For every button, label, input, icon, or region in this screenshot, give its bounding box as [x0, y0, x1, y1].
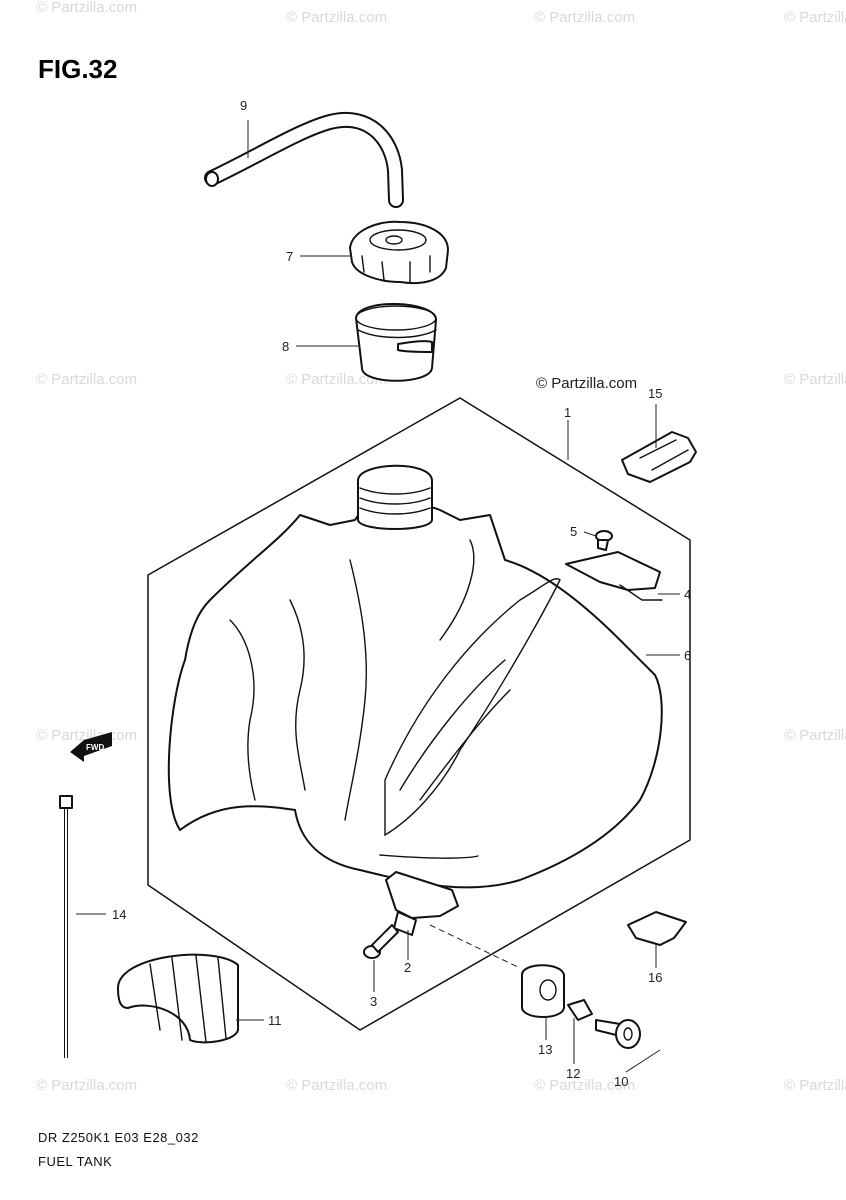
copyright-notice: © Partzilla.com — [536, 375, 637, 392]
callout-6: 6 — [684, 648, 691, 663]
callout-16: 16 — [648, 970, 662, 985]
model-code: DR Z250K1 E03 E28_032 — [38, 1130, 199, 1145]
assembly-outline — [147, 397, 691, 1031]
callout-8: 8 — [282, 339, 289, 354]
callout-4: 4 — [684, 587, 691, 602]
fuel-tank[interactable] — [167, 464, 663, 889]
leader-lines — [76, 120, 680, 1073]
callout-3: 3 — [370, 994, 377, 1009]
callout-7: 7 — [286, 249, 293, 264]
callout-14: 14 — [112, 907, 126, 922]
breather-hose[interactable] — [204, 112, 404, 208]
forward-arrow-icon: FWD — [70, 732, 112, 762]
callout-12: 12 — [566, 1066, 580, 1081]
watermark: © Partzilla.com — [286, 1077, 387, 1094]
watermark: © Partzilla.com — [286, 371, 387, 388]
watermark: © Partzilla.com — [286, 9, 387, 26]
figure-title: FIG.32 — [38, 54, 117, 84]
bracket-bolt[interactable] — [595, 530, 613, 551]
watermark: © Partzilla.com — [784, 9, 846, 26]
watermark: © Partzilla.com — [36, 0, 137, 16]
mount-bolt[interactable] — [363, 924, 399, 959]
callout-5: 5 — [570, 524, 577, 539]
callout-2: 2 — [404, 960, 411, 975]
callouts: 1 2 3 4 5 6 7 8 9 10 11 12 13 14 15 16 — [112, 98, 691, 1089]
mount-bracket[interactable] — [385, 871, 459, 936]
callout-15: 15 — [648, 386, 662, 401]
fwd-label: FWD — [86, 743, 104, 752]
watermark: © Partzilla.com — [534, 1077, 635, 1094]
tank-bracket[interactable] — [565, 551, 663, 601]
watermark: © Partzilla.com — [534, 9, 635, 26]
tank-clip-15[interactable] — [621, 431, 697, 483]
filler-ring[interactable] — [355, 302, 437, 382]
washer-bolt[interactable] — [595, 1019, 641, 1049]
watermark: © Partzilla.com — [36, 1077, 137, 1094]
watermark: © Partzilla.com — [36, 371, 137, 388]
callout-11: 11 — [268, 1013, 282, 1028]
tie-strap[interactable] — [59, 795, 73, 1058]
callout-10: 10 — [614, 1074, 628, 1089]
assembly-name: FUEL TANK — [38, 1154, 112, 1169]
watermark: © Partzilla.com — [784, 371, 846, 388]
tank-cushion[interactable] — [117, 953, 239, 1044]
cushion-rubber[interactable] — [521, 964, 565, 1018]
spacer-collar[interactable] — [567, 999, 593, 1021]
tank-clip-16[interactable] — [627, 911, 687, 946]
callout-13: 13 — [538, 1042, 552, 1057]
watermark: © Partzilla.com — [784, 1077, 846, 1094]
watermark: © Partzilla.com — [784, 727, 846, 744]
fuel-cap[interactable] — [349, 220, 449, 285]
callout-1: 1 — [564, 405, 571, 420]
callout-9: 9 — [240, 98, 247, 113]
